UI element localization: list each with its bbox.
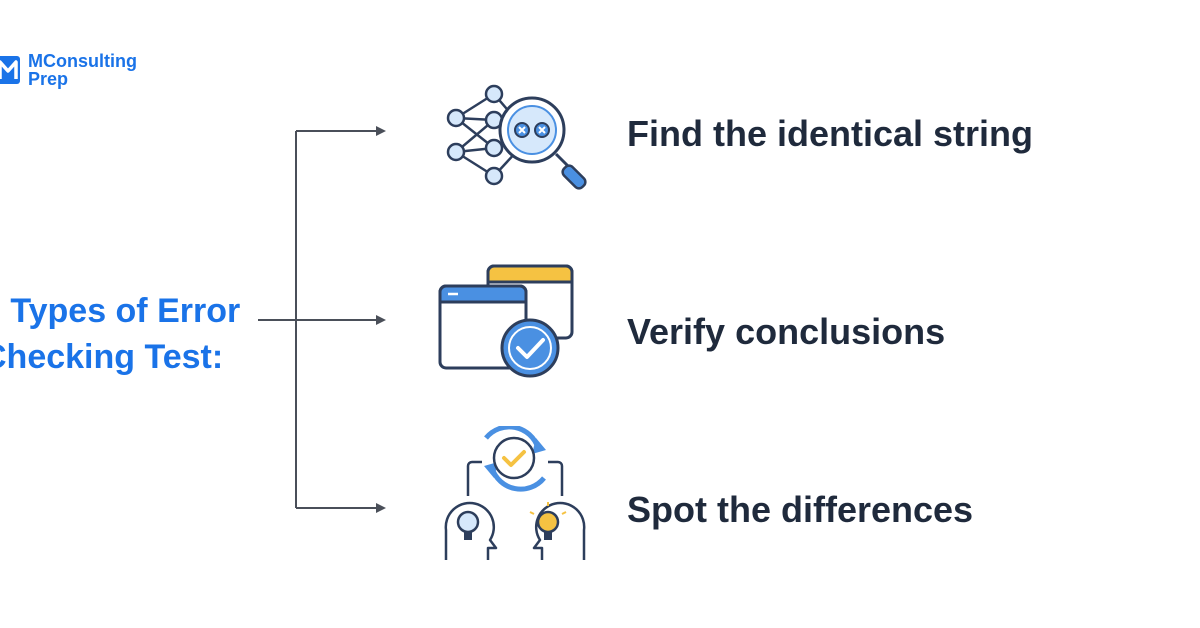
item-label-verify-conclusions: Verify conclusions — [627, 311, 946, 352]
brand-name-line2: Prep — [28, 69, 69, 89]
headline-line2: Checking Test: — [0, 338, 224, 376]
windows-checkmark-icon — [438, 264, 574, 378]
arrowhead-1 — [376, 126, 386, 136]
brand-name-line1: MConsulting — [28, 51, 137, 71]
brand-mark-icon — [0, 56, 20, 84]
arrowhead-2 — [376, 315, 386, 325]
arrowhead-3 — [376, 503, 386, 513]
headline-line1: 3 Types of Error — [0, 292, 241, 330]
brand-logo: MConsulting Prep — [0, 52, 137, 88]
item-label-find-identical-string: Find the identical string — [627, 113, 1034, 154]
two-heads-lightbulb-icon — [444, 426, 586, 560]
item-label-spot-differences: Spot the differences — [627, 489, 974, 530]
headline: 3 Types of Error Checking Test: — [0, 288, 262, 380]
network-magnifier-icon — [446, 84, 587, 190]
